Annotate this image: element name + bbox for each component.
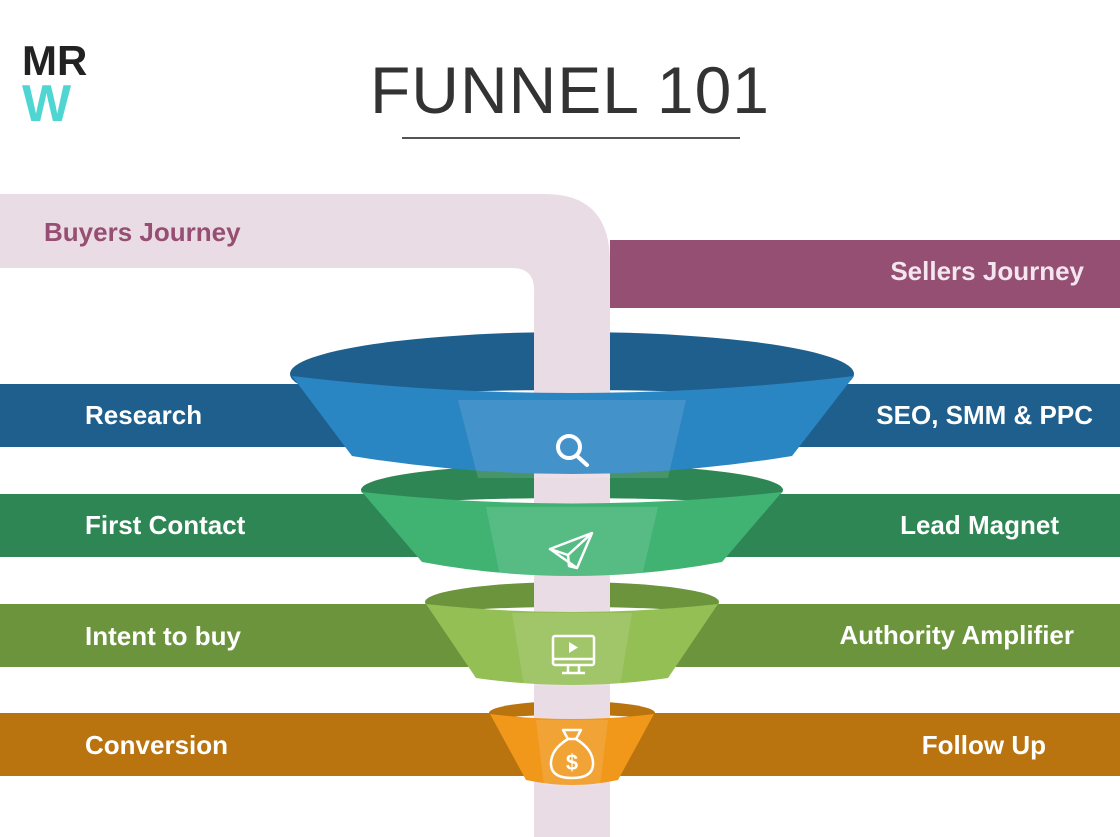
seller-stage-label-follow-up: Follow Up bbox=[921, 730, 1046, 760]
page-title: FUNNEL 101 bbox=[369, 53, 771, 127]
paper-plane-icon bbox=[548, 531, 594, 570]
video-monitor-icon bbox=[551, 634, 596, 675]
buyer-stage-label-research: Research bbox=[85, 400, 203, 430]
mrw-logo: MR W bbox=[22, 37, 102, 133]
svg-text:$: $ bbox=[566, 750, 578, 775]
funnel-tier-conversion bbox=[490, 714, 654, 785]
funnel-highlight-conversion bbox=[536, 720, 608, 786]
logo-text-top: MR bbox=[22, 37, 88, 84]
sellers-journey-band bbox=[610, 240, 1120, 308]
funnel-highlight-research bbox=[458, 400, 686, 478]
seller-stage-label-authority-amplifier: Authority Amplifier bbox=[839, 620, 1074, 650]
funnel-tier-first-contact bbox=[362, 492, 782, 576]
title-underline bbox=[402, 137, 740, 139]
seller-stage-label-seo-smm-ppc: SEO, SMM & PPC bbox=[876, 400, 1093, 430]
money-bag-icon: $ bbox=[549, 728, 595, 780]
buyer-stage-label-conversion: Conversion bbox=[85, 730, 229, 760]
logo-text-bottom: W bbox=[22, 75, 72, 133]
seller-stage-label-lead-magnet: Lead Magnet bbox=[900, 510, 1059, 540]
buyer-stage-label-first-contact: First Contact bbox=[85, 510, 246, 540]
funnel-tier-research bbox=[292, 376, 854, 474]
buyers-journey-label: Buyers Journey bbox=[44, 217, 241, 247]
buyer-stage-label-intent-to-buy: Intent to buy bbox=[85, 621, 241, 651]
search-icon bbox=[556, 434, 589, 467]
sellers-journey-label: Sellers Journey bbox=[890, 256, 1084, 286]
